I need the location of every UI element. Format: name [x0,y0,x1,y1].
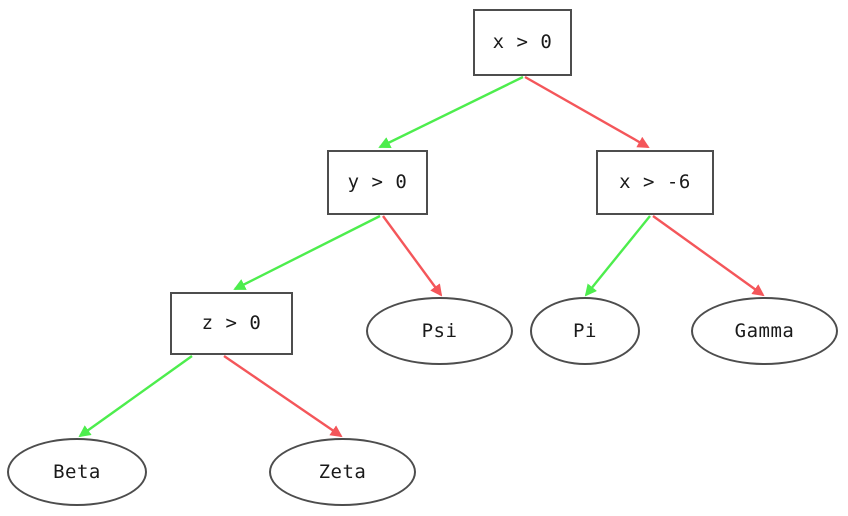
node-label-x_gt_m6: x > -6 [619,171,691,193]
edge-z_gt_0-to-zeta [223,355,343,438]
node-zeta[interactable]: Zeta [269,438,416,506]
node-psi[interactable]: Psi [366,297,513,365]
node-z_gt_0[interactable]: z > 0 [170,292,293,355]
node-label-y_gt_0: y > 0 [347,171,408,193]
node-label-beta: Beta [53,460,101,483]
node-label-z_gt_0: z > 0 [201,312,262,334]
node-y_gt_0[interactable]: y > 0 [327,150,428,215]
edge-y_gt_0-to-psi [382,215,443,297]
node-label-zeta: Zeta [318,460,367,483]
node-label-root: x > 0 [492,31,553,53]
edge-x_gt_m6-to-gamma [652,215,765,297]
node-x_gt_m6[interactable]: x > -6 [596,150,714,215]
node-gamma[interactable]: Gamma [691,297,838,365]
node-label-gamma: Gamma [734,319,795,342]
edge-y_gt_0-to-z_gt_0 [233,214,381,291]
edge-root-to-x_gt_m6 [524,75,650,149]
node-label-psi: Psi [421,319,458,342]
node-pi[interactable]: Pi [530,297,640,365]
node-beta[interactable]: Beta [7,438,147,506]
edge-x_gt_m6-to-pi [584,215,651,297]
edge-z_gt_0-to-beta [78,355,193,438]
edge-root-to-y_gt_0 [378,75,524,149]
node-label-pi: Pi [573,319,597,342]
node-root[interactable]: x > 0 [473,9,572,76]
